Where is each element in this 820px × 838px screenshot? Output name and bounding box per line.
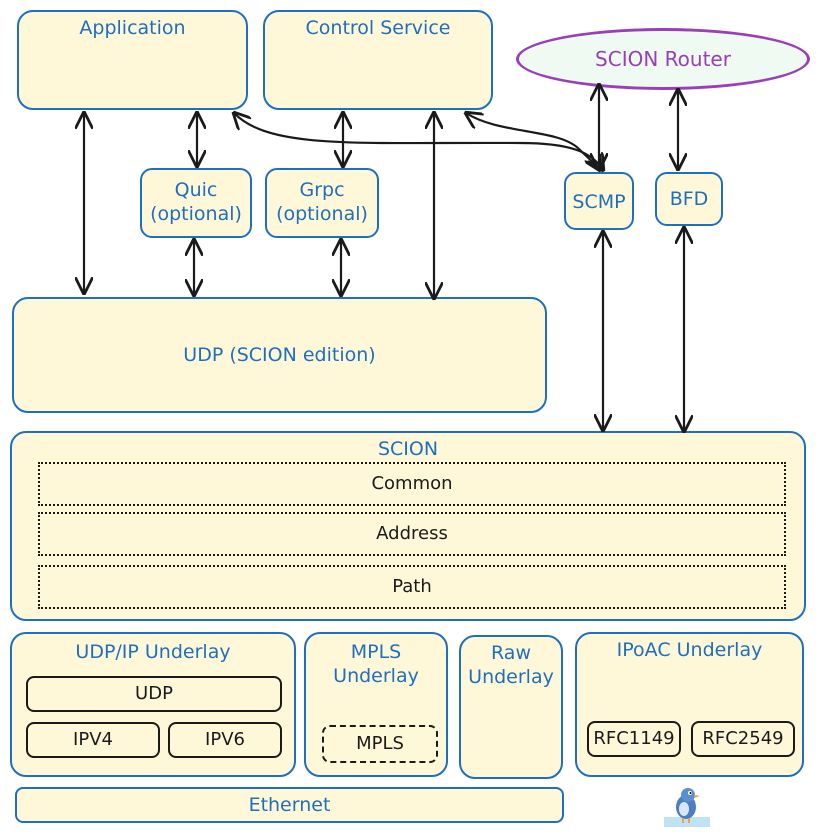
udp-inner-box: UDP	[26, 676, 282, 712]
ipoac-underlay-box: IPoAC Underlay RFC1149 RFC2549	[575, 632, 804, 777]
udp-scion-box: UDP (SCION edition)	[12, 297, 547, 413]
mpls-underlay-box: MPLS Underlay MPLS	[304, 632, 448, 777]
raw-underlay-title: Raw Underlay	[468, 642, 554, 688]
arrow-control-scmp	[466, 113, 600, 170]
scion-title: SCION	[377, 438, 439, 460]
grpc-box: Grpc (optional)	[265, 168, 379, 238]
bfd-box: BFD	[655, 172, 723, 226]
scion-layer-common: Common	[38, 462, 786, 506]
ethernet-label: Ethernet	[248, 794, 331, 816]
udp-ip-underlay-box: UDP/IP Underlay UDP IPV4 IPV6	[10, 632, 296, 777]
bfd-label: BFD	[669, 188, 709, 210]
scmp-label: SCMP	[572, 191, 626, 213]
scion-layer-address: Address	[38, 512, 786, 556]
application-label: Application	[79, 17, 186, 39]
quic-box: Quic (optional)	[140, 168, 252, 238]
udp-ip-underlay-title: UDP/IP Underlay	[75, 641, 231, 663]
ipv6-inner-box: IPV6	[168, 722, 282, 758]
arrow-app-scmp	[234, 113, 603, 170]
quic-label: Quic (optional)	[150, 179, 242, 225]
control-service-box: Control Service	[263, 10, 493, 110]
pigeon-mascot-icon	[664, 788, 710, 827]
mpls-inner-box: MPLS	[322, 725, 438, 763]
raw-underlay-box: Raw Underlay	[459, 635, 563, 779]
scmp-box: SCMP	[564, 172, 634, 230]
scion-box: SCION Common Address Path	[10, 431, 806, 621]
control-service-label: Control Service	[305, 17, 451, 39]
grpc-label: Grpc (optional)	[276, 179, 368, 225]
scion-router-ellipse: SCION Router	[516, 28, 810, 90]
rfc1149-inner-box: RFC1149	[587, 721, 681, 757]
scion-layer-path: Path	[38, 565, 786, 609]
ipv4-inner-box: IPV4	[26, 722, 160, 758]
ethernet-box: Ethernet	[15, 787, 564, 823]
ipoac-underlay-title: IPoAC Underlay	[616, 639, 763, 661]
application-box: Application	[17, 10, 248, 110]
mpls-underlay-title: MPLS Underlay	[333, 641, 419, 687]
rfc2549-inner-box: RFC2549	[691, 721, 795, 757]
udp-scion-label: UDP (SCION edition)	[183, 344, 376, 366]
